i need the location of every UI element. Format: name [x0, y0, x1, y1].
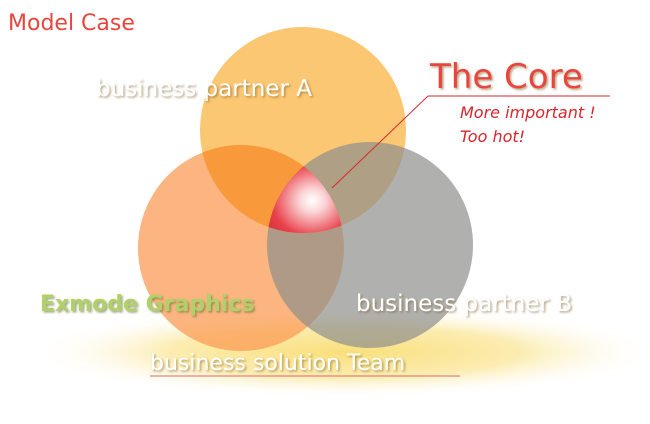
core-label: The Core — [429, 57, 583, 97]
core-note-important: More important ! — [460, 103, 596, 122]
diagram-title: Model Case — [8, 11, 135, 36]
label-business-solution-team: business solution Team — [150, 351, 405, 376]
label-partner-b: business partner B — [356, 291, 572, 317]
label-exmode: Exmode Graphics — [40, 292, 254, 317]
core-pointer-line — [331, 95, 429, 189]
label-partner-a: business partner A — [96, 76, 312, 102]
core-note-hot: Too hot! — [460, 127, 525, 146]
